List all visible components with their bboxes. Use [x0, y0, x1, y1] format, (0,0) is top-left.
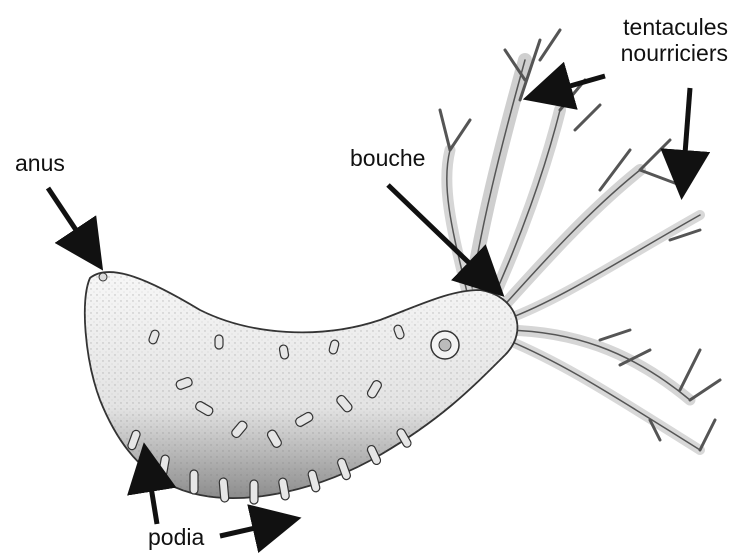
label-tentacules-line1: tentacules: [608, 14, 728, 40]
arrow-tentacules-2: [683, 88, 690, 180]
feeding-tentacles: [440, 30, 720, 450]
label-bouche: bouche: [350, 145, 425, 171]
label-tentacules-nourriciers: tentacules nourriciers: [608, 14, 728, 66]
label-tentacules-line2: nourriciers: [608, 40, 728, 66]
anus-opening: [99, 273, 107, 281]
mouth: [431, 331, 459, 359]
label-anus: anus: [15, 150, 65, 176]
arrow-anus: [48, 188, 92, 254]
label-podia: podia: [148, 524, 204, 550]
arrow-podia-2: [220, 522, 282, 536]
arrow-tentacules-1: [542, 76, 605, 94]
